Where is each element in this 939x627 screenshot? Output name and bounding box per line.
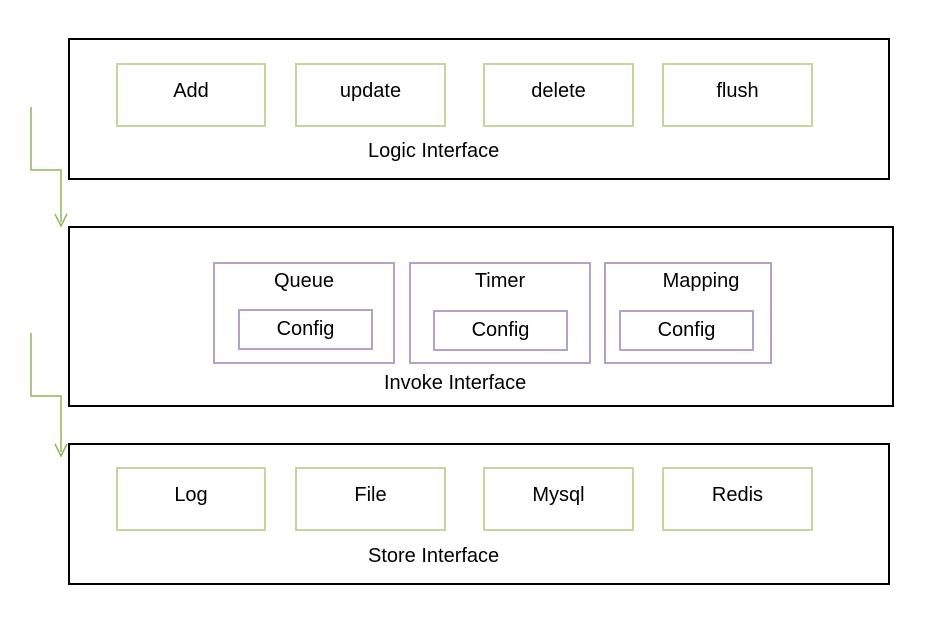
store-item-log: Log (116, 467, 266, 531)
store-item-label: Log (174, 483, 208, 506)
logic-interface-label: Logic Interface (368, 140, 500, 162)
timer-config-box: Config (433, 310, 568, 351)
logic-item-label: update (339, 79, 402, 102)
store-item-file: File (295, 467, 446, 531)
invoke-interface-label: Invoke Interface (384, 372, 527, 394)
arrow-logic-to-invoke (30, 107, 68, 228)
logic-item-flush: flush (662, 63, 813, 127)
logic-item-label: Add (173, 79, 209, 102)
invoke-module-mapping: Mapping Config (604, 262, 772, 364)
store-item-label: File (354, 483, 387, 506)
config-label: Config (471, 319, 530, 341)
arrow-invoke-to-store (30, 333, 68, 458)
invoke-module-queue: Queue Config (213, 262, 395, 364)
queue-config-box: Config (238, 309, 373, 350)
store-interface-label: Store Interface (368, 545, 500, 567)
logic-item-label: delete (531, 79, 586, 102)
store-item-mysql: Mysql (483, 467, 634, 531)
invoke-module-timer: Timer Config (409, 262, 591, 364)
logic-item-update: update (295, 63, 446, 127)
logic-item-add: Add (116, 63, 266, 127)
mapping-config-box: Config (619, 310, 754, 351)
module-title: Timer (474, 270, 526, 292)
logic-item-delete: delete (483, 63, 634, 127)
invoke-interface-layer: Queue Config Timer Config Mapping Config… (68, 226, 894, 407)
module-title: Queue (273, 270, 335, 292)
store-item-label: Redis (711, 483, 764, 506)
config-label: Config (657, 319, 716, 341)
store-item-redis: Redis (662, 467, 813, 531)
logic-item-label: flush (716, 79, 759, 102)
store-interface-layer: Log File Mysql Redis Store Interface (68, 443, 890, 585)
logic-interface-layer: Add update delete flush Logic Interface (68, 38, 890, 180)
module-title: Mapping (662, 270, 740, 292)
store-item-label: Mysql (532, 483, 585, 506)
config-label: Config (276, 318, 335, 340)
